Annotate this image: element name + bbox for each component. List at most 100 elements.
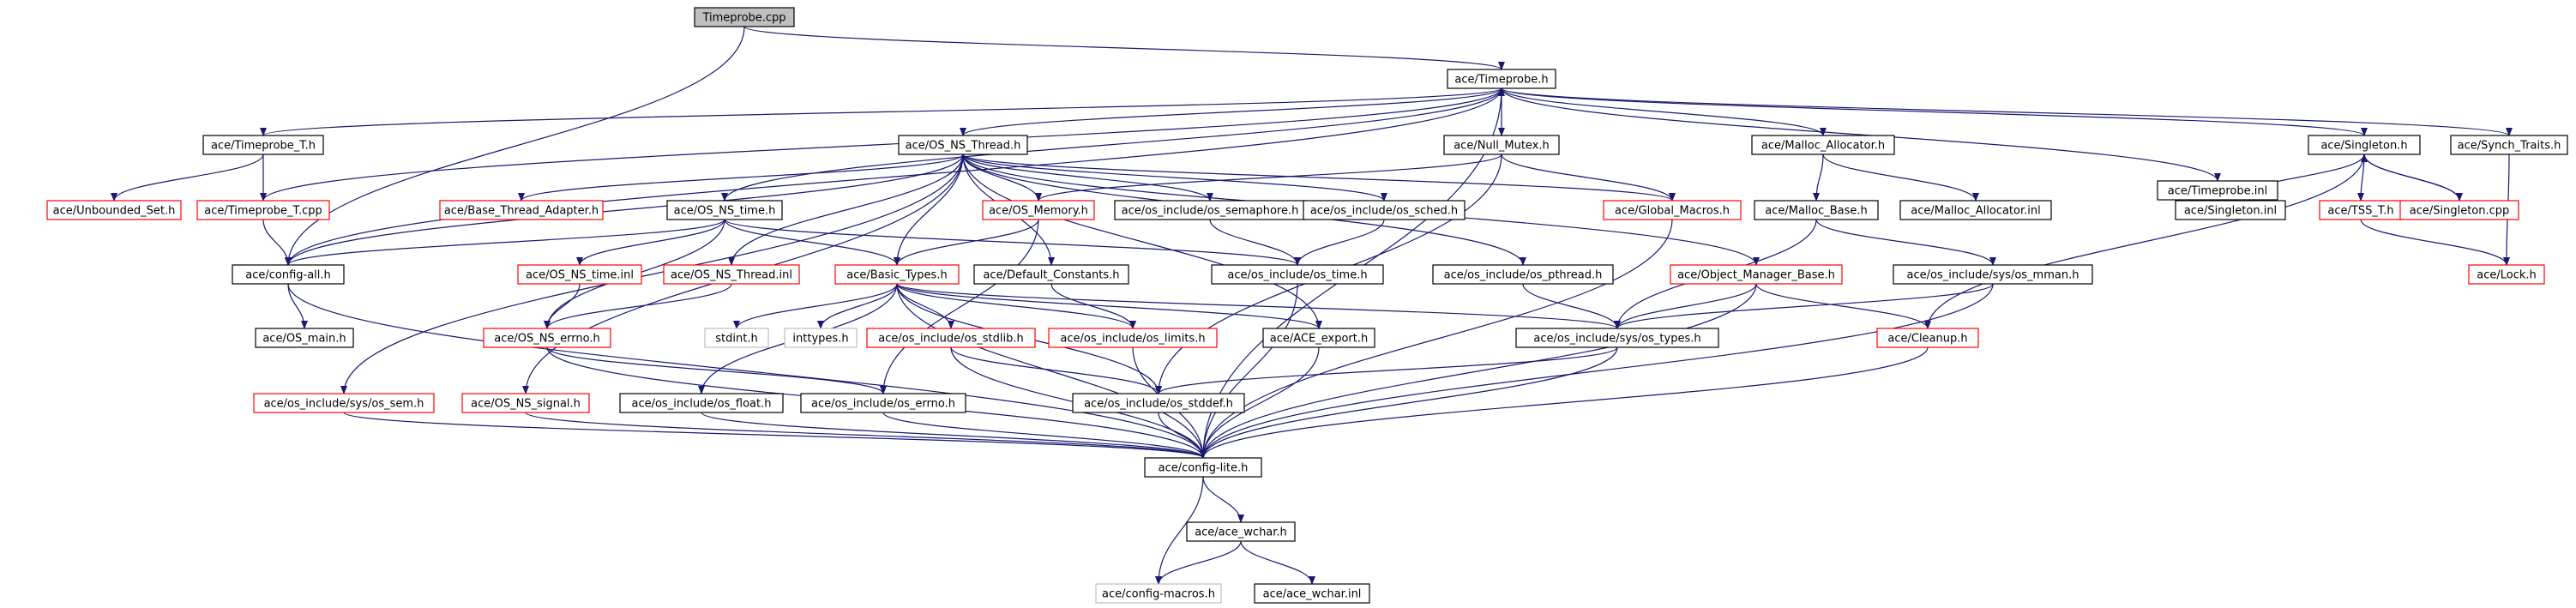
node-os-types-h[interactable]: ace/os_include/sys/os_types.h [1515, 328, 1719, 348]
node-label: ace/ACE_export.h [1270, 333, 1368, 346]
node-box [1603, 200, 1742, 220]
node-os-ns-time-h[interactable]: ace/OS_NS_time.h [666, 200, 783, 220]
node-box [1899, 200, 2052, 220]
node-os-main-h[interactable]: ace/OS_main.h [255, 328, 354, 348]
node-os-ns-thread-h[interactable]: ace/OS_NS_Thread.h [898, 135, 1028, 155]
edge-os-stddef-h-to-config-lite-h [1158, 412, 1207, 459]
node-inttypes-h[interactable]: inttypes.h [784, 328, 858, 348]
node-box [1072, 393, 1245, 413]
node-label: ace/Basic_Types.h [846, 269, 947, 282]
node-box [1211, 264, 1384, 285]
edge-timeprobe-h-to-timeprobe-inl [1501, 87, 2221, 182]
node-box [898, 135, 1028, 155]
node-base-thread-adapter-h[interactable]: ace/Base_Thread_Adapter.h [439, 200, 604, 220]
node-malloc-allocator-h[interactable]: ace/Malloc_Allocator.h [1751, 135, 1895, 155]
node-malloc-base-h[interactable]: ace/Malloc_Base.h [1754, 200, 1879, 220]
edge-ace-wchar-h-to-ace-wchar-inl [1240, 540, 1315, 585]
edge-os-memory-h-to-os-errno-h [880, 219, 1039, 394]
node-label: ace/os_include/os_limits.h [1060, 333, 1205, 346]
node-os-sched-h[interactable]: ace/os_include/os_sched.h [1303, 200, 1466, 220]
node-os-ns-time-inl[interactable]: ace/OS_NS_time.inl [517, 264, 642, 285]
node-timeprobe-inl[interactable]: ace/Timeprobe.inl [2157, 180, 2278, 201]
node-os-ns-errno-h[interactable]: ace/OS_NS_errno.h [483, 328, 611, 348]
node-config-lite-h[interactable]: ace/config-lite.h [1144, 457, 1262, 478]
node-layer: Timeprobe.cpp ace/Timeprobe.h ace/Timeprob… [46, 7, 2568, 604]
edge-basic-types-h-to-os-types-h [896, 283, 1621, 329]
node-os-stdlib-h[interactable]: ace/os_include/os_stdlib.h [866, 328, 1036, 348]
node-box [517, 264, 642, 285]
edge-ace-wchar-h-to-config-macros-h [1155, 540, 1242, 585]
node-os-pthread-h[interactable]: ace/os_include/os_pthread.h [1432, 264, 1614, 285]
node-null-mutex-h[interactable]: ace/Null_Mutex.h [1443, 135, 1560, 155]
node-singleton-cpp[interactable]: ace/Singleton.cpp [2399, 200, 2519, 220]
node-box [202, 135, 324, 155]
edge-cleanup-h-to-config-lite-h [1200, 346, 1929, 459]
node-box [666, 200, 783, 220]
node-cleanup-h[interactable]: ace/Cleanup.h [1876, 328, 1979, 348]
node-os-memory-h[interactable]: ace/OS_Memory.h [982, 200, 1095, 220]
edge-basic-types-h-to-stdint-h [733, 283, 898, 329]
edge-os-stdlib-h-to-os-stddef-h [950, 346, 1162, 394]
node-os-ns-signal-h[interactable]: ace/OS_NS_signal.h [461, 393, 590, 413]
node-config-all-h[interactable]: ace/config-all.h [232, 264, 345, 285]
node-label: ace/Base_Thread_Adapter.h [444, 205, 599, 218]
node-tss-t-h[interactable]: ace/TSS_T.h [2319, 200, 2403, 220]
node-os-stddef-h[interactable]: ace/os_include/os_stddef.h [1072, 393, 1245, 413]
node-label: Timeprobe.cpp [701, 12, 785, 25]
edge-os-ns-time-h-to-config-all-h [285, 219, 725, 266]
node-label: ace/os_include/os_sched.h [1310, 205, 1458, 218]
node-os-ns-thread-inl[interactable]: ace/OS_NS_Thread.inl [663, 264, 800, 285]
node-object-manager-base-h[interactable]: ace/Object_Manager_Base.h [1670, 264, 1843, 285]
node-ace-export-h[interactable]: ace/ACE_export.h [1262, 328, 1375, 348]
node-label: ace/TSS_T.h [2327, 205, 2393, 218]
node-label: ace/Singleton.inl [2184, 205, 2277, 218]
node-ace-wchar-inl[interactable]: ace/ace_wchar.inl [1254, 583, 1370, 604]
edge-timeprobe-t-cpp-to-timeprobe-h [262, 87, 1505, 202]
edge-os-ns-thread-h-to-ace-export-h [962, 154, 1322, 329]
node-label: stdint.h [715, 333, 757, 346]
node-unbounded-set-h[interactable]: ace/Unbounded_Set.h [46, 200, 182, 220]
node-box [1515, 328, 1719, 348]
edge-os-time-h-to-config-lite-h [1200, 283, 1298, 459]
node-timeprobe-h[interactable]: ace/Timeprobe.h [1447, 69, 1556, 89]
node-box [2175, 200, 2286, 220]
node-default-constants-h[interactable]: ace/Default_Constants.h [973, 264, 1129, 285]
node-box [1751, 135, 1895, 155]
node-basic-types-h[interactable]: ace/Basic_Types.h [834, 264, 960, 285]
node-singleton-h[interactable]: ace/Singleton.h [2308, 135, 2421, 155]
node-stdint-h[interactable]: stdint.h [704, 328, 769, 348]
node-box [2450, 135, 2568, 155]
node-os-sem-h[interactable]: ace/os_include/sys/os_sem.h [253, 393, 435, 413]
node-timeprobe-t-cpp[interactable]: ace/Timeprobe_T.cpp [196, 200, 330, 220]
node-singleton-inl[interactable]: ace/Singleton.inl [2175, 200, 2286, 220]
edge-ace-export-h-to-config-lite-h [1200, 346, 1320, 459]
node-global-macros-h[interactable]: ace/Global_Macros.h [1603, 200, 1742, 220]
node-label: ace/Synch_Traits.h [2458, 140, 2561, 153]
node-lock-h[interactable]: ace/Lock.h [2468, 264, 2545, 285]
node-synch-traits-h[interactable]: ace/Synch_Traits.h [2450, 135, 2568, 155]
node-box [2399, 200, 2519, 220]
node-label: ace/Timeprobe.h [1454, 74, 1548, 87]
edge-os-ns-thread-inl-to-os-ns-errno-h [544, 283, 732, 329]
node-malloc-allocator-inl[interactable]: ace/Malloc_Allocator.inl [1899, 200, 2052, 220]
node-label: ace/OS_NS_time.inl [526, 269, 634, 282]
node-os-mman-h[interactable]: ace/os_include/sys/os_mman.h [1893, 264, 2093, 285]
node-label: ace/os_include/os_time.h [1227, 269, 1367, 282]
edge-os-memory-h-to-basic-types-h [894, 219, 1039, 266]
node-os-semaphore-h[interactable]: ace/os_include/os_semaphore.h [1114, 200, 1306, 220]
node-timeprobe-t-h[interactable]: ace/Timeprobe_T.h [202, 135, 324, 155]
node-label: ace/config-lite.h [1159, 462, 1249, 475]
node-label: ace/OS_NS_Thread.h [906, 140, 1021, 153]
node-os-time-h[interactable]: ace/os_include/os_time.h [1211, 264, 1384, 285]
node-box [483, 328, 611, 348]
node-os-errno-h[interactable]: ace/os_include/os_errno.h [800, 393, 966, 413]
node-os-float-h[interactable]: ace/os_include/os_float.h [619, 393, 784, 413]
node-ace-wchar-h[interactable]: ace/ace_wchar.h [1186, 521, 1296, 542]
node-timeprobe-cpp[interactable]: Timeprobe.cpp [694, 7, 795, 27]
node-label: ace/OS_NS_Thread.inl [671, 269, 792, 282]
node-config-macros-h[interactable]: ace/config-macros.h [1095, 583, 1222, 604]
node-os-limits-h[interactable]: ace/os_include/os_limits.h [1048, 328, 1218, 348]
edge-os-float-h-to-config-lite-h [701, 412, 1207, 459]
edge-config-all-h-to-os-main-h [287, 283, 308, 329]
edge-basic-types-h-to-inttypes-h [817, 283, 898, 329]
